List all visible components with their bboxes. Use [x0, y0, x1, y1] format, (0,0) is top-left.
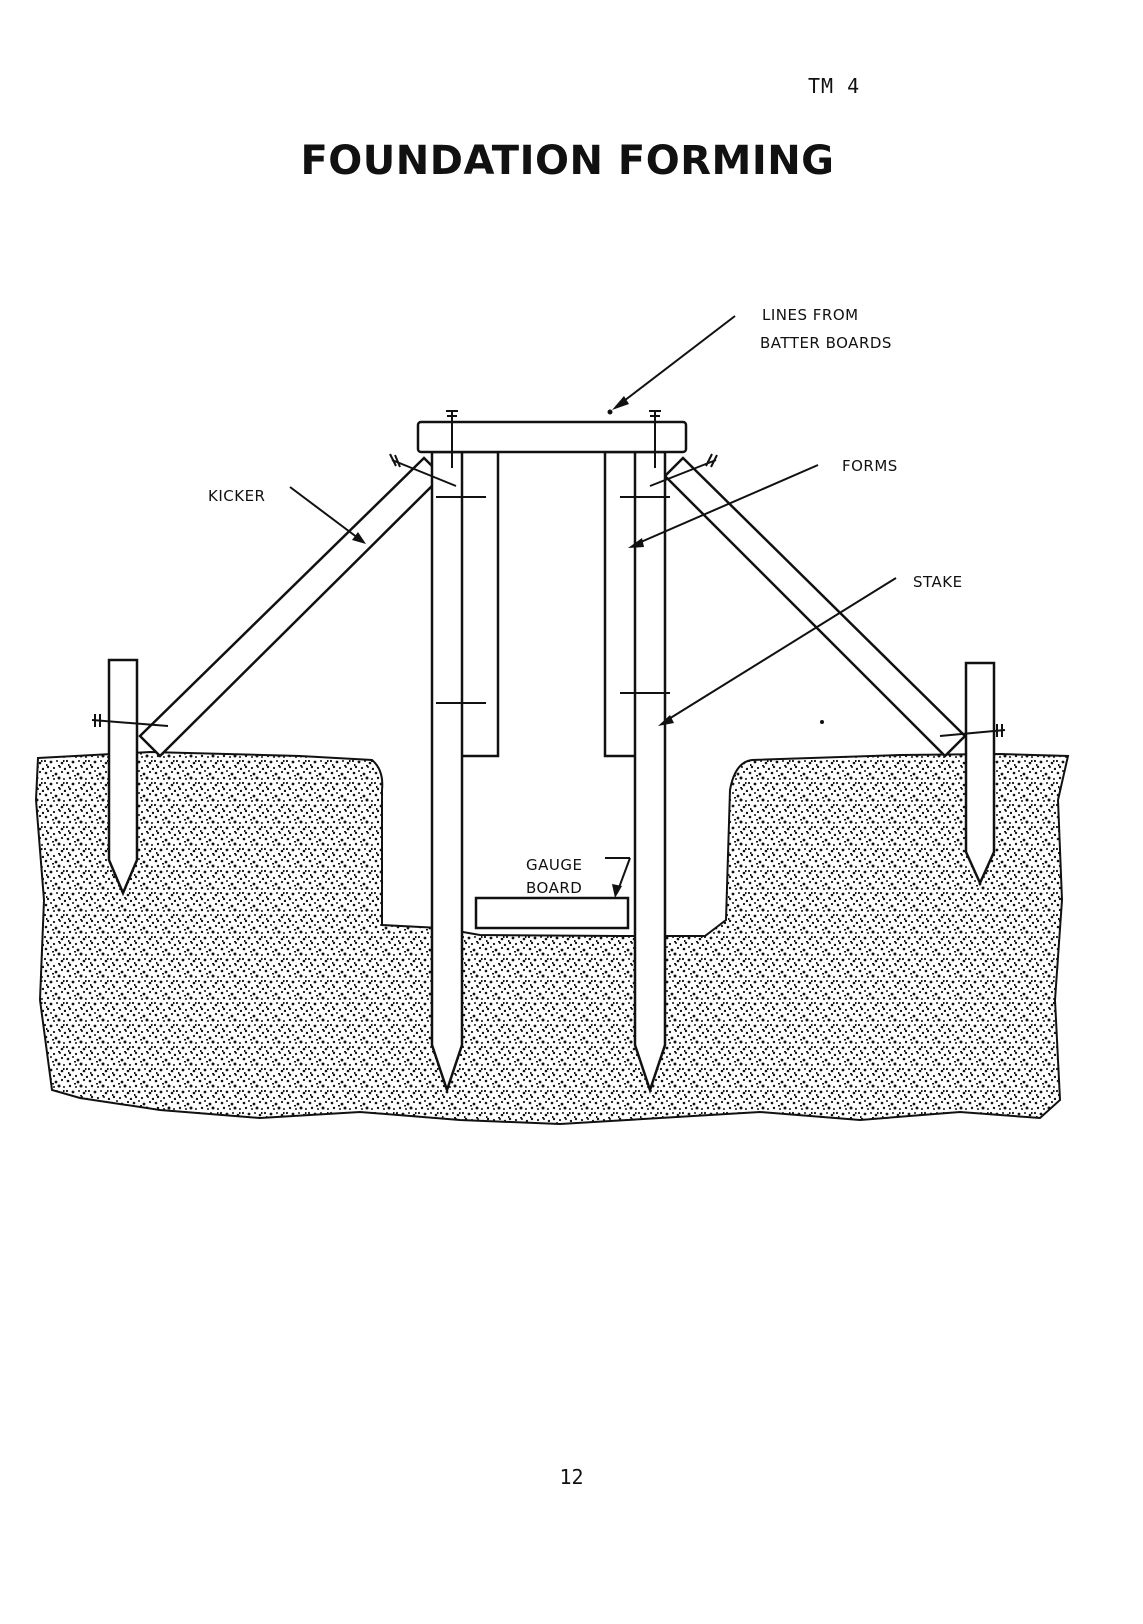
label-forms: FORMS: [842, 457, 898, 475]
top-nail-right: [649, 410, 661, 468]
main-stake-left: [430, 450, 464, 1094]
leader-gauge: [605, 857, 631, 898]
label-lines-from: LINES FROM: [762, 306, 859, 324]
top-nail-left: [446, 410, 458, 468]
label-stake: STAKE: [913, 573, 963, 591]
label-kicker: KICKER: [208, 487, 265, 505]
label-batter-boards: BATTER BOARDS: [760, 334, 892, 352]
label-gauge: GAUGE: [526, 856, 582, 874]
leader-stake: [658, 577, 897, 726]
gauge-board: [474, 896, 630, 930]
kicker-nail-bottom-left: [91, 714, 169, 727]
page-number: 12: [559, 1465, 584, 1489]
kicker-right: [663, 456, 967, 758]
kicker-nail-bottom-right: [939, 724, 1006, 737]
outer-stake-left: [107, 658, 139, 897]
stray-dot: [820, 720, 824, 724]
leader-lines-from: [607, 315, 736, 415]
page-title: FOUNDATION FORMING: [300, 138, 835, 184]
label-board: BOARD: [526, 879, 582, 897]
outer-stake-right: [964, 661, 996, 887]
top-spreader-board: [416, 420, 688, 454]
kicker-nail-left: [389, 453, 457, 487]
form-nails: [436, 496, 670, 704]
leader-forms: [628, 464, 819, 548]
page-reference: TM 4: [808, 74, 861, 98]
leader-kicker: [289, 486, 366, 544]
kicker-left: [138, 456, 444, 758]
kicker-nail-right: [649, 453, 718, 487]
main-stake-right: [633, 450, 667, 1094]
ground-soil: [34, 750, 1070, 1126]
